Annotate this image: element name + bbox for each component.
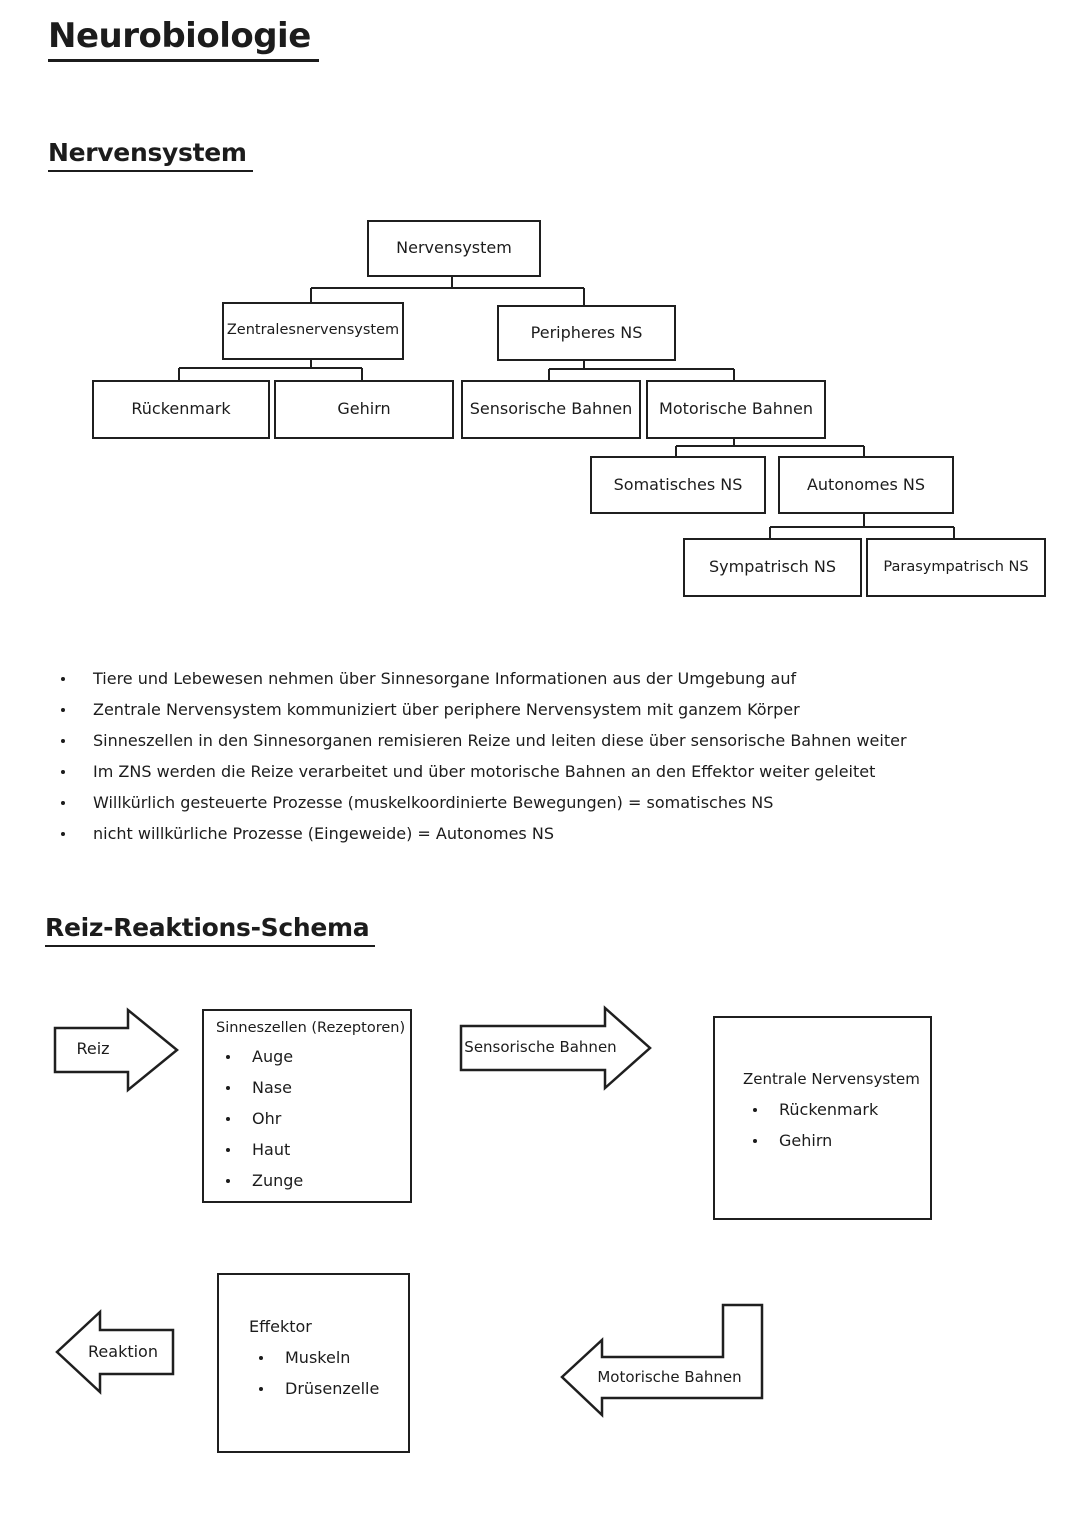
bullet-icon (61, 738, 65, 743)
bullet-icon (61, 800, 65, 805)
flow-box-title: Effektor (249, 1317, 312, 1336)
bullet-icon (226, 1054, 230, 1059)
section-heading-reiz-reaktions-schema: Reiz-Reaktions-Schema (45, 913, 376, 947)
note-item: Im ZNS werden die Reize verarbeitet und … (55, 756, 907, 787)
flow-box-item: Muskeln (249, 1342, 408, 1373)
bullet-icon (61, 831, 65, 836)
flow-box-item: Nase (216, 1072, 410, 1103)
flow-box-item: Drüsenzelle (249, 1373, 408, 1404)
tree-node-peripheres-ns: Peripheres NS (497, 305, 676, 361)
tree-node-somatisches-ns: Somatisches NS (590, 456, 766, 514)
tree-node-parasympatrisch-ns: Parasympatrisch NS (866, 538, 1046, 597)
sensorische-bahnen-arrow-label: Sensorische Bahnen (464, 1038, 617, 1056)
bullet-icon (753, 1138, 757, 1143)
flow-box-item: Gehirn (743, 1125, 930, 1156)
tree-node-zentrales-nervensystem: Zentralesnervensystem (222, 302, 404, 360)
tree-node-autonomes-ns: Autonomes NS (778, 456, 954, 514)
bullet-icon (61, 707, 65, 712)
bullet-icon (753, 1107, 757, 1112)
bullet-icon (61, 769, 65, 774)
flow-box-sinneszellen: Sinneszellen (Rezeptoren) Auge Nase Ohr … (202, 1009, 412, 1203)
motorische-bahnen-arrow-label: Motorische Bahnen (597, 1368, 742, 1386)
section-heading-nervensystem: Nervensystem (48, 138, 253, 172)
tree-node-motorische-bahnen: Motorische Bahnen (646, 380, 826, 439)
tree-node-nervensystem: Nervensystem (367, 220, 541, 277)
bullet-icon (226, 1178, 230, 1183)
tree-node-sensorische-bahnen: Sensorische Bahnen (461, 380, 641, 439)
flow-box-item: Ohr (216, 1103, 410, 1134)
bullet-icon (226, 1085, 230, 1090)
bullet-icon (259, 1386, 263, 1391)
reiz-arrow-label: Reiz (76, 1039, 110, 1058)
bullet-icon (259, 1355, 263, 1360)
flow-box-item: Haut (216, 1134, 410, 1165)
flow-box-effektor: Effektor Muskeln Drüsenzelle (217, 1273, 410, 1453)
tree-node-rueckenmark: Rückenmark (92, 380, 270, 439)
note-item: Zentrale Nervensystem kommuniziert über … (55, 694, 907, 725)
bullet-icon (226, 1147, 230, 1152)
notes-list: Tiere und Lebewesen nehmen über Sinnesor… (55, 663, 907, 849)
flow-box-title: Sinneszellen (Rezeptoren) (216, 1020, 406, 1036)
flow-box-title: Zentrale Nervensystem (743, 1070, 920, 1088)
flow-box-zentrale-nervensystem: Zentrale Nervensystem Rückenmark Gehirn (713, 1016, 932, 1220)
flow-box-item: Zunge (216, 1165, 410, 1196)
bullet-icon (226, 1116, 230, 1121)
tree-connector-root (310, 273, 585, 305)
flow-box-item: Rückenmark (743, 1094, 930, 1125)
note-item: Tiere und Lebewesen nehmen über Sinnesor… (55, 663, 907, 694)
note-item: nicht willkürliche Prozesse (Eingeweide)… (55, 818, 907, 849)
page-title: Neurobiologie (48, 16, 319, 62)
tree-node-sympatrisch-ns: Sympatrisch NS (683, 538, 862, 597)
note-item: Willkürlich gesteuerte Prozesse (muskelk… (55, 787, 907, 818)
flow-box-item: Auge (216, 1041, 410, 1072)
bullet-icon (61, 676, 65, 681)
motorische-bahnen-arrow-icon (560, 1303, 764, 1418)
tree-node-gehirn: Gehirn (274, 380, 454, 439)
tree-connector-autonomes (769, 510, 955, 538)
reaktion-arrow-label: Reaktion (88, 1342, 158, 1361)
note-item: Sinneszellen in den Sinnesorganen remisi… (55, 725, 907, 756)
